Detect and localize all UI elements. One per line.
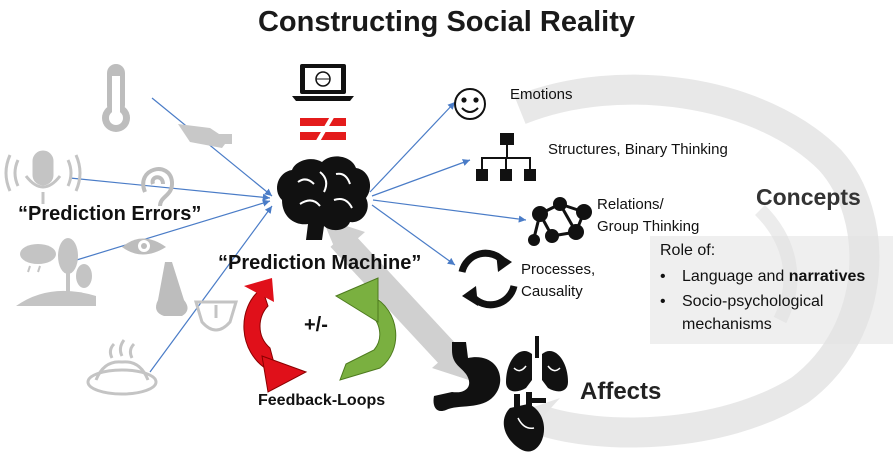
concepts-label: Concepts: [756, 184, 861, 210]
bullet-socio-text: Socio-psychological: [682, 293, 824, 310]
relations-label-line1: Relations/: [597, 196, 664, 213]
ear-icon: [141, 167, 175, 207]
plus-minus-label: +/-: [304, 314, 328, 336]
relations-label-line2: Group Thinking: [597, 218, 700, 235]
brain-icon: [277, 156, 371, 240]
touch-hand-icon: [178, 124, 232, 148]
nose-icon: [156, 262, 188, 316]
bullet-socio-continued: mechanisms: [682, 316, 772, 333]
hierarchy-icon: [476, 133, 536, 181]
bullet-narratives-bold: narratives: [788, 268, 866, 285]
role-of-title: Role of:: [660, 242, 716, 259]
smiley-icon: [454, 88, 486, 120]
stomach-icon: [433, 342, 501, 412]
bullet-dot: •: [660, 268, 666, 285]
thermometer-icon: [102, 64, 130, 132]
bullet-socio: • Socio-psychological: [660, 293, 823, 311]
bullet-dot: •: [660, 293, 666, 310]
laptop-icon: [292, 64, 354, 101]
affects-label: Affects: [580, 378, 662, 405]
emotions-label: Emotions: [510, 86, 573, 103]
network-icon: [528, 197, 592, 246]
role-of-box: Role of: • Language and narratives • Socio…: [650, 236, 893, 344]
diagram-title: Constructing Social Reality: [257, 6, 636, 38]
feedback-loop-red-arrow: [243, 278, 308, 393]
heart-icon: [503, 392, 546, 452]
prediction-errors-label: “Prediction Errors”: [18, 203, 202, 225]
landscape-icon: [16, 238, 96, 306]
eye-icon: [122, 238, 166, 255]
not-equal-icon: [300, 110, 346, 148]
feedback-loops-label: Feedback-Loops: [258, 392, 386, 409]
processes-label-line2: Causality: [521, 283, 583, 300]
sense-arrows: [69, 97, 273, 373]
structures-label: Structures, Binary Thinking: [548, 141, 728, 158]
concept-arrows: [369, 101, 527, 266]
tongue-icon: [193, 300, 239, 332]
processes-label-line1: Processes,: [521, 261, 596, 278]
bullet-language: • Language and narratives: [660, 268, 865, 286]
microphone-icon: [4, 150, 82, 204]
cycle-icon: [458, 249, 518, 309]
prediction-machine-label: “Prediction Machine”: [218, 252, 422, 274]
lungs-icon: [506, 336, 568, 392]
feedback-loop-green-arrow: [334, 277, 397, 381]
bullet-language-text: Language and: [682, 268, 789, 285]
food-icon: [86, 339, 158, 396]
